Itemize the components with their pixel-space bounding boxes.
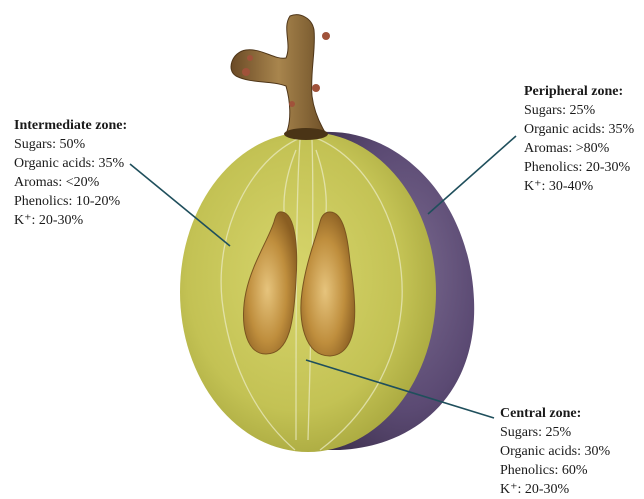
intermediate-zone-row: Aromas: <20% <box>14 173 127 192</box>
central-zone-row: Phenolics: 60% <box>500 461 610 480</box>
intermediate-zone-row: Organic acids: 35% <box>14 154 127 173</box>
leader-peripheral <box>428 136 516 214</box>
peripheral-zone-row: Sugars: 25% <box>524 101 634 120</box>
central-zone-label: Central zone: Sugars: 25% Organic acids:… <box>500 404 610 499</box>
intermediate-zone-row: Sugars: 50% <box>14 135 127 154</box>
peripheral-zone-title: Peripheral zone: <box>524 82 634 101</box>
grape-diagram: Intermediate zone: Sugars: 50% Organic a… <box>0 0 644 489</box>
peripheral-zone-row: K⁺: 30-40% <box>524 177 634 196</box>
peripheral-zone-label: Peripheral zone: Sugars: 25% Organic aci… <box>524 82 634 196</box>
central-zone-title: Central zone: <box>500 404 610 423</box>
stem-receptacle <box>284 128 328 140</box>
intermediate-zone-title: Intermediate zone: <box>14 116 127 135</box>
peripheral-zone-row: Aromas: >80% <box>524 139 634 158</box>
peripheral-zone-row: Phenolics: 20-30% <box>524 158 634 177</box>
peripheral-zone-row: Organic acids: 35% <box>524 120 634 139</box>
intermediate-zone-label: Intermediate zone: Sugars: 50% Organic a… <box>14 116 127 230</box>
intermediate-zone-row: Phenolics: 10-20% <box>14 192 127 211</box>
central-zone-row: Sugars: 25% <box>500 423 610 442</box>
central-zone-row: K⁺: 20-30% <box>500 480 610 499</box>
central-zone-row: Organic acids: 30% <box>500 442 610 461</box>
intermediate-zone-row: K⁺: 20-30% <box>14 211 127 230</box>
